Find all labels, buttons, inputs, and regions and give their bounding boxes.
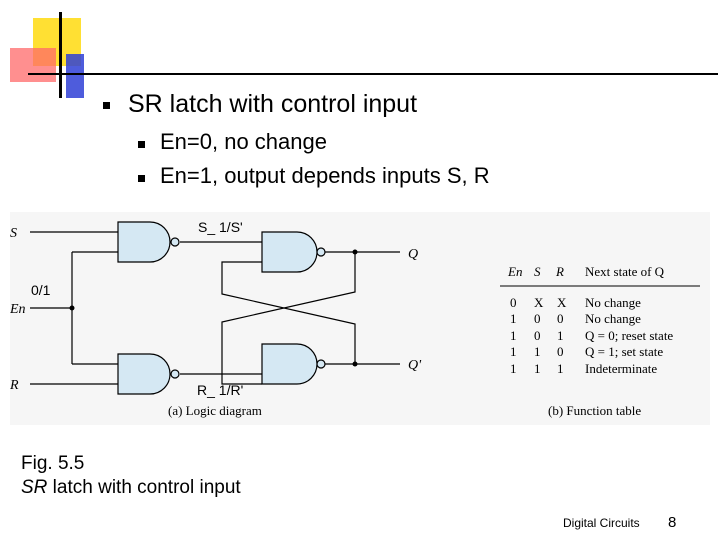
junction-dot	[352, 361, 358, 367]
label-r: R	[10, 378, 19, 393]
nand-gate-s	[117, 221, 171, 263]
decorative-vertical-line	[59, 12, 62, 98]
table-cell: 1	[534, 361, 541, 376]
sub-bullet-1: En=0, no change	[160, 129, 327, 154]
bullet-square-icon	[103, 102, 110, 109]
table-cell: 0	[510, 295, 517, 310]
table-cell: 1	[557, 361, 564, 376]
figure-panel: S En R Q Q' (a) Logic diagram En S R Nex…	[9, 212, 710, 425]
table-header-next-state: Next state of Q	[585, 264, 665, 279]
table-header-s: S	[534, 264, 541, 279]
label-qn: Q'	[408, 358, 422, 373]
decorative-blue-bar	[66, 54, 84, 98]
decorative-red-square	[10, 48, 56, 82]
table-cell: 1	[510, 328, 517, 343]
table-cell: No change	[585, 295, 641, 310]
footer-course: Digital Circuits	[563, 516, 640, 530]
table-cell: X	[557, 295, 567, 310]
annotation-s: S_ 1/S'	[198, 219, 243, 235]
junction-dot	[352, 249, 358, 255]
nand-gate-q	[261, 231, 318, 273]
table-header-en: En	[507, 264, 522, 279]
table-cell: 1	[534, 344, 541, 359]
table-cell: No change	[585, 311, 641, 326]
label-q: Q	[408, 247, 418, 262]
figure-caption-text: latch with control input	[47, 477, 241, 498]
nand-bubble	[170, 369, 180, 379]
table-cell: X	[534, 295, 544, 310]
wire-feedback-qn	[221, 261, 356, 364]
sub-bullet-2: En=1, output depends inputs S, R	[160, 163, 490, 188]
main-bullet-text: SR latch with control input	[128, 90, 418, 118]
wire-feedback-q	[221, 252, 356, 385]
bullet-square-icon	[138, 141, 145, 148]
junction-dot	[69, 305, 75, 311]
table-header-r: R	[555, 264, 564, 279]
table-cell: 0	[534, 328, 541, 343]
table-cell: 1	[510, 311, 517, 326]
table-cell: 1	[510, 344, 517, 359]
sr-latch-figure: S En R Q Q' (a) Logic diagram En S R Nex…	[9, 221, 700, 418]
table-cell: 0	[557, 344, 564, 359]
figure-number: Fig. 5.5	[21, 453, 85, 474]
logic-diagram-caption: (a) Logic diagram	[168, 403, 262, 418]
nand-bubble	[316, 359, 326, 369]
page-number: 8	[668, 514, 677, 531]
annotation-r: R_ 1/R'	[197, 382, 244, 398]
annotation-en: 0/1	[31, 282, 51, 298]
figure-caption: SR latch with control input	[21, 477, 241, 498]
nand-bubble	[170, 237, 180, 247]
nand-gate-qn	[261, 343, 318, 385]
nand-gate-r	[117, 353, 171, 395]
decorative-horizontal-line	[28, 73, 718, 75]
table-cell: 1	[510, 361, 517, 376]
function-table-caption: (b) Function table	[548, 403, 641, 418]
label-s: S	[10, 226, 17, 241]
table-cell: Q = 1; set state	[585, 344, 663, 359]
table-cell: Indeterminate	[585, 361, 657, 376]
nand-bubble	[316, 247, 326, 257]
table-cell: Q = 0; reset state	[585, 328, 673, 343]
label-en: En	[10, 302, 26, 317]
table-cell: 0	[534, 311, 541, 326]
bullet-square-icon	[138, 175, 145, 182]
table-cell: 1	[557, 328, 564, 343]
table-cell: 0	[557, 311, 564, 326]
